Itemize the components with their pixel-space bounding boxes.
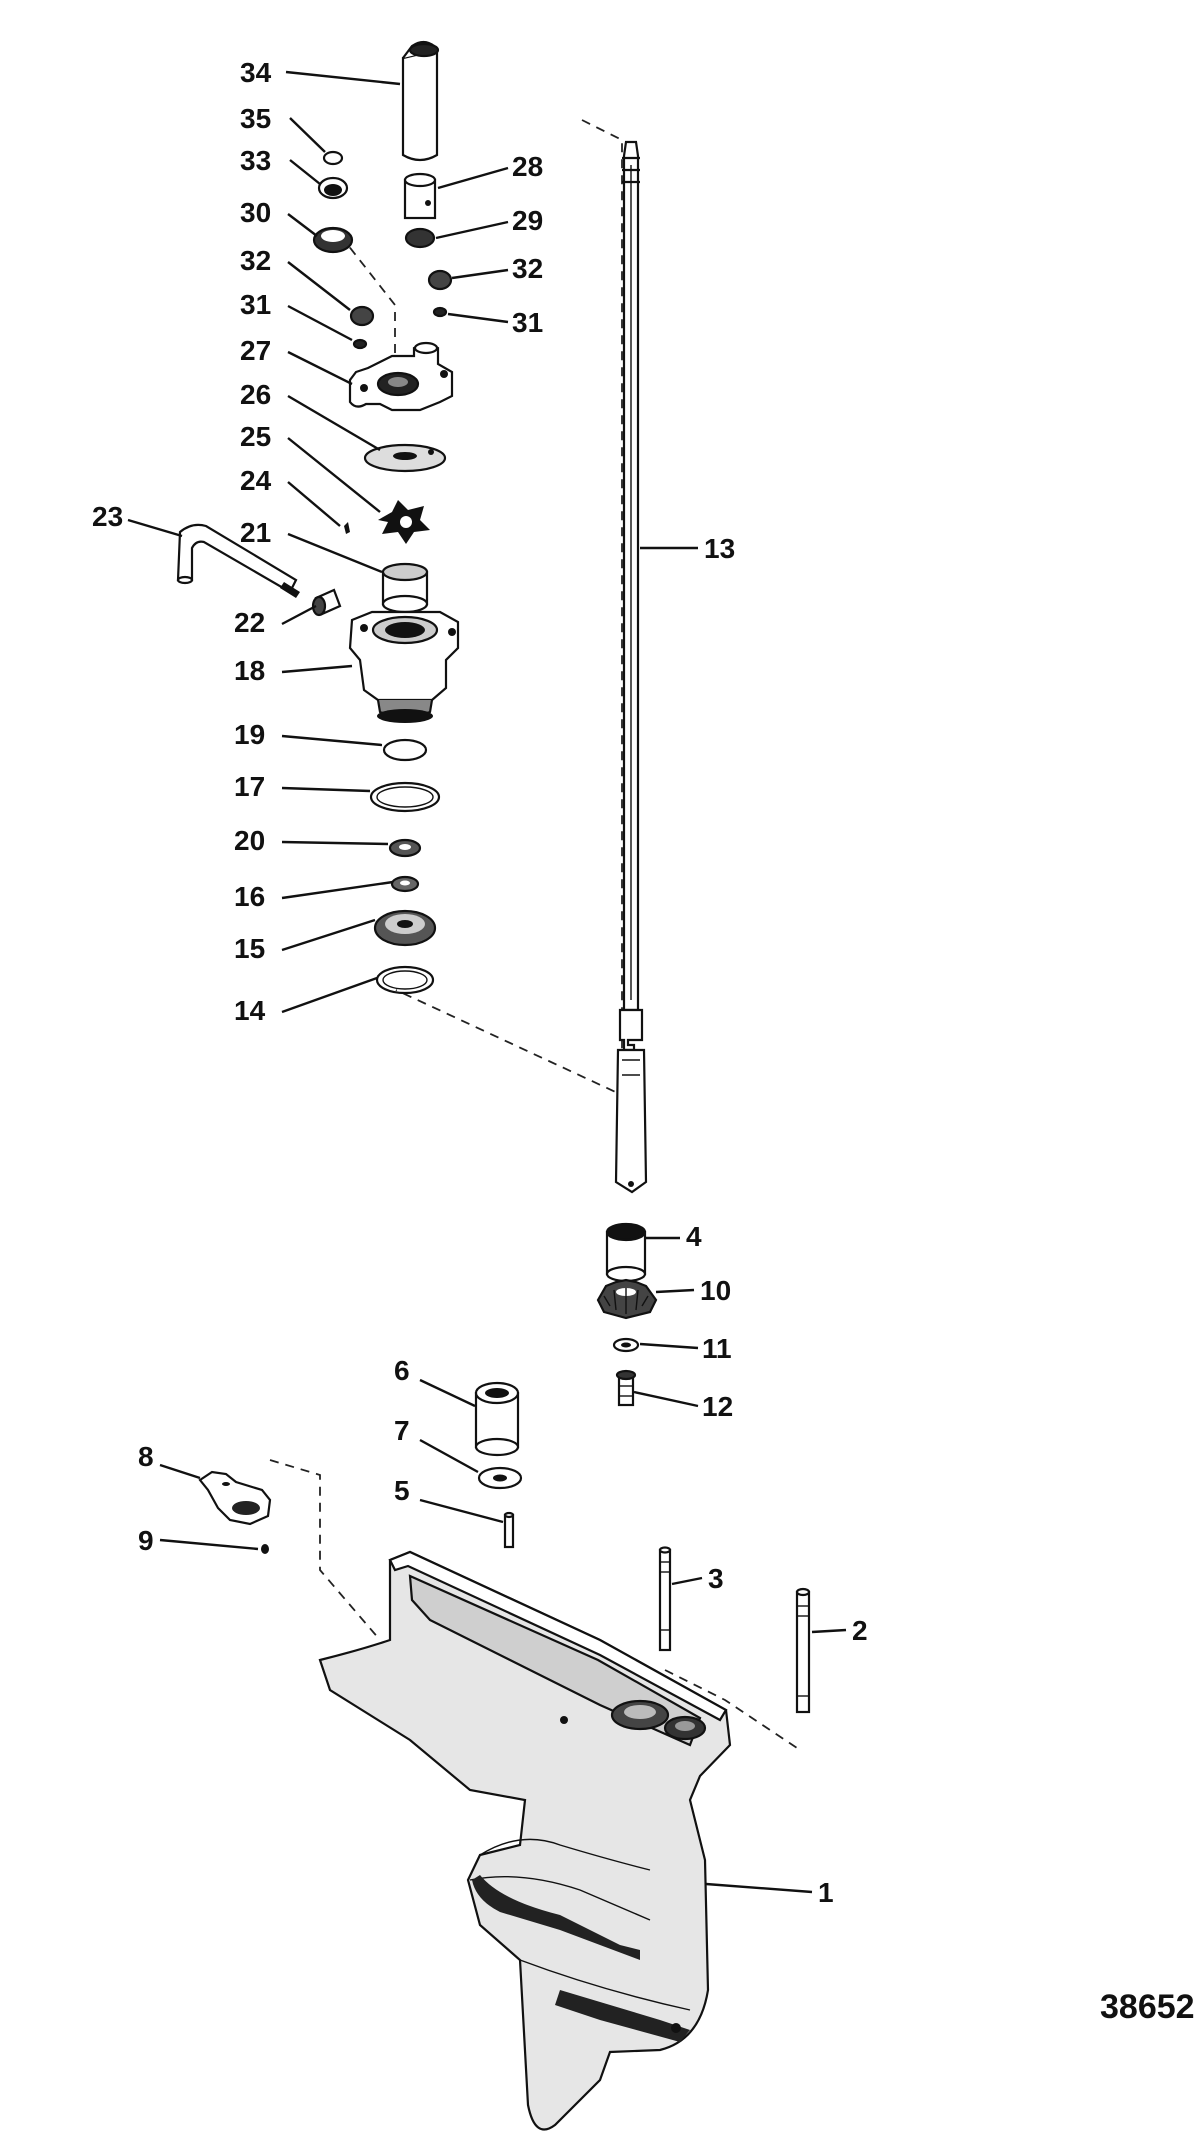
callout-23: 23 (92, 501, 123, 532)
callout-24: 24 (240, 465, 272, 496)
callout-20: 20 (234, 825, 265, 856)
callout-29: 29 (512, 205, 543, 236)
callout-19: 19 (234, 719, 265, 750)
callout-31-right: 31 (512, 307, 543, 338)
callout-14: 14 (234, 995, 266, 1026)
part-31-washer-right (432, 306, 448, 318)
callout-2: 2 (852, 1615, 868, 1646)
callout-5: 5 (394, 1475, 410, 1506)
callout-15: 15 (234, 933, 265, 964)
callout-16: 16 (234, 881, 265, 912)
assembly-guide-lines (269, 119, 801, 1751)
part-7-washer (477, 1466, 523, 1490)
part-35-o-ring (322, 150, 344, 166)
part-9-screw (261, 1544, 269, 1554)
part-12-nut (615, 1369, 637, 1407)
leader-lines (127, 70, 847, 1894)
part-33-seal (317, 176, 349, 200)
part-28-bushing (403, 172, 437, 220)
part-10-pinion-gear (596, 1278, 658, 1320)
callout-32-right: 32 (512, 253, 543, 284)
part-16-retainer-ring (390, 875, 420, 893)
part-13-drive-shaft (614, 140, 648, 1194)
callout-25: 25 (240, 421, 271, 452)
callout-33: 33 (240, 145, 271, 176)
part-30-grommet (312, 226, 354, 254)
part-32-grommet-right (427, 269, 453, 291)
callout-34: 34 (240, 57, 272, 88)
part-34-water-tube (401, 40, 440, 162)
part-26-face-plate (363, 443, 447, 473)
callout-13: 13 (704, 533, 735, 564)
part-25-impeller (378, 500, 430, 544)
part-31-washer-left (352, 338, 368, 350)
part-2-stud (795, 1587, 811, 1714)
part-19-o-ring (382, 738, 428, 762)
callout-22: 22 (234, 607, 265, 638)
part-11-washer (612, 1337, 640, 1353)
callout-7: 7 (394, 1415, 410, 1446)
callout-28: 28 (512, 151, 543, 182)
callout-35: 35 (240, 103, 271, 134)
callout-6: 6 (394, 1355, 410, 1386)
part-14-gasket (375, 965, 435, 995)
part-29-seal (404, 227, 436, 249)
callout-8: 8 (138, 1441, 154, 1472)
part-20-washer (388, 838, 422, 858)
part-17-gasket (369, 781, 441, 813)
part-1-gear-housing (318, 1550, 732, 2131)
part-4-bushing (605, 1222, 647, 1283)
callout-26: 26 (240, 379, 271, 410)
callout-9: 9 (138, 1525, 154, 1556)
part-15-bearing (373, 909, 437, 947)
part-3-stud (658, 1546, 672, 1652)
part-6-bushing (474, 1381, 520, 1457)
callout-12: 12 (702, 1391, 733, 1422)
callout-27: 27 (240, 335, 271, 366)
callout-30: 30 (240, 197, 271, 228)
callout-3: 3 (708, 1563, 724, 1594)
callout-10: 10 (700, 1275, 731, 1306)
part-5-dowel-pin (503, 1511, 515, 1549)
callout-31-left: 31 (240, 289, 271, 320)
part-32-grommet-left (349, 305, 375, 327)
callout-18: 18 (234, 655, 265, 686)
callout-21: 21 (240, 517, 271, 548)
callout-17: 17 (234, 771, 265, 802)
callout-32-left: 32 (240, 245, 271, 276)
callout-11: 11 (702, 1333, 732, 1364)
figure-number: 38652 (1100, 1988, 1195, 2026)
callout-1: 1 (818, 1877, 834, 1908)
callout-4: 4 (686, 1221, 702, 1252)
part-27-pump-cover (348, 341, 454, 412)
part-23-water-tube-elbow (176, 523, 300, 598)
callout-labels: 34 35 33 30 32 31 27 26 25 24 23 21 22 1… (92, 57, 868, 1908)
part-8-trim-tab (198, 1470, 272, 1526)
part-22-grommet (311, 588, 342, 617)
part-21-impeller-insert (381, 562, 429, 614)
part-24-key (344, 522, 350, 534)
part-18-water-pump-base (348, 610, 460, 723)
